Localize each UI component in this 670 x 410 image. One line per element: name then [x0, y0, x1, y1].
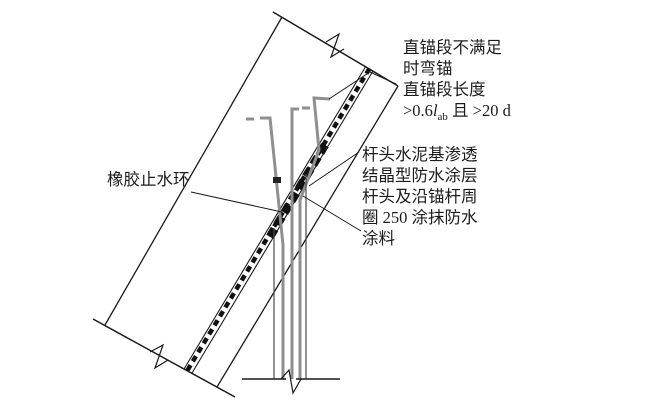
- break-symbol-ground: [280, 368, 302, 395]
- rubber-waterstop-ring: [273, 177, 281, 183]
- anchor-rod-3: [298, 96, 331, 379]
- coating-note-leader-lower: [302, 195, 362, 232]
- anchor-rod-1: [260, 116, 285, 379]
- bend-note-text: 直锚段不满足 时弯锚 直锚段长度 >0.6lab 且 >20 d: [403, 38, 512, 123]
- coating-note-line-3: 杆头及沿锚杆周: [362, 187, 478, 206]
- wall-top-edge-break-line: [272, 11, 399, 87]
- break-symbol-top-edge: [325, 32, 345, 59]
- wall-bottom-edge-break-line: [92, 318, 236, 398]
- coating-note-leader-upper: [308, 151, 360, 187]
- wall-outer-face-line: [104, 16, 283, 326]
- waterstop-label: 橡胶止水环: [107, 170, 190, 189]
- wall-inner-face-line: [216, 85, 399, 388]
- waterstop-leader: [190, 191, 283, 213]
- bend-note-line-3: 直锚段长度: [403, 80, 486, 99]
- bend-note-leader: [328, 71, 397, 100]
- coating-note-line-1: 杆头水泥基渗透: [362, 145, 478, 164]
- coating-note-line-5: 涂料: [362, 229, 395, 248]
- coating-note-line-2: 结晶型防水涂层: [362, 166, 478, 185]
- coating-note-text: 杆头水泥基渗透 结晶型防水涂层 杆头及沿锚杆周 圈 250 涂抹防水 涂料: [362, 145, 478, 248]
- break-symbol-bottom-edge: [149, 343, 169, 370]
- coating-note-line-4: 圈 250 涂抹防水: [362, 208, 478, 227]
- bend-note-formula: >0.6lab 且 >20 d: [403, 101, 512, 123]
- anchor-rod-2: [290, 107, 299, 379]
- bend-note-line-2: 时弯锚: [403, 59, 453, 78]
- waterproof-strip-left-line: [183, 65, 367, 370]
- bend-note-line-1: 直锚段不满足: [403, 38, 502, 57]
- waterproof-coating-dashes: [185, 67, 372, 373]
